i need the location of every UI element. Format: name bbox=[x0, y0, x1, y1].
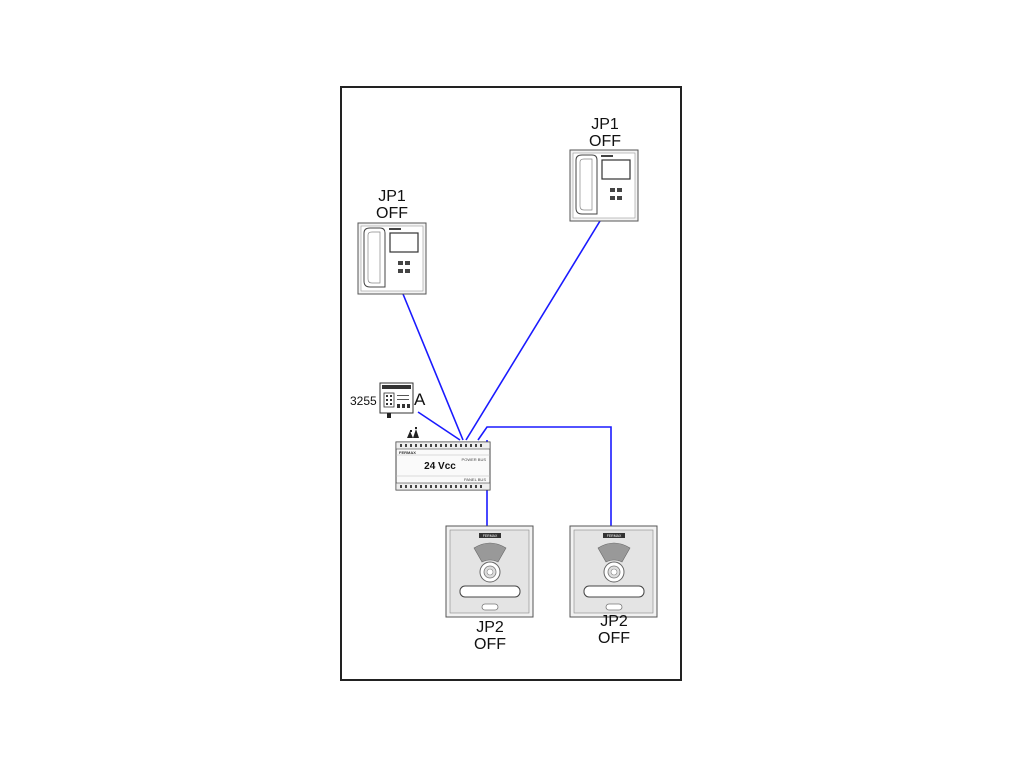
monitor-left-label: JP1 OFF bbox=[368, 188, 416, 222]
panel-left-state: OFF bbox=[474, 636, 506, 653]
module-tag: A bbox=[414, 390, 426, 409]
diagram-frame bbox=[340, 86, 682, 681]
wire-panel-right bbox=[477, 426, 612, 526]
panel-brand: FERMAX bbox=[483, 534, 498, 538]
psu-brand: FERMAX bbox=[399, 450, 416, 455]
psu-top-label: POWER BUS bbox=[462, 457, 487, 462]
power-supply: FERMAX POWER BUS 24 Vcc PANEL BUS bbox=[395, 441, 491, 491]
screen-icon bbox=[389, 232, 419, 253]
panel-brand: FERMAX bbox=[607, 534, 622, 538]
monitor-right bbox=[569, 149, 639, 222]
monitor-left-state: OFF bbox=[376, 205, 408, 222]
panel-right-state: OFF bbox=[598, 630, 630, 647]
speaker-grille-icon bbox=[597, 542, 631, 563]
call-button bbox=[459, 585, 521, 598]
door-panel-right: FERMAX bbox=[569, 525, 658, 618]
psu-voltage: 24 Vcc bbox=[424, 461, 456, 472]
monitor-right-jumper: JP1 bbox=[591, 116, 619, 133]
wire-monitor-left bbox=[402, 293, 464, 441]
monitor-left bbox=[357, 222, 427, 295]
panel-left-jumper: JP2 bbox=[476, 619, 504, 636]
monitor-right-state: OFF bbox=[589, 133, 621, 150]
connector-icon bbox=[407, 427, 419, 438]
speaker-grille-icon bbox=[473, 542, 507, 563]
panel-right-label: JP2 OFF bbox=[590, 613, 638, 647]
panel-right-jumper: JP2 bbox=[600, 613, 628, 630]
wire-module bbox=[417, 411, 461, 441]
handset-icon bbox=[575, 154, 598, 215]
handset-icon bbox=[363, 227, 386, 288]
psu-bottom-label: PANEL BUS bbox=[464, 477, 486, 482]
monitor-right-label: JP1 OFF bbox=[581, 116, 629, 150]
panel-left-label: JP2 OFF bbox=[466, 619, 514, 653]
module-3255 bbox=[379, 382, 414, 418]
wire-monitor-right bbox=[465, 220, 601, 441]
monitor-left-jumper: JP1 bbox=[378, 188, 406, 205]
module-code: 3255 bbox=[350, 394, 377, 408]
screen-icon bbox=[601, 159, 631, 180]
door-panel-left: FERMAX bbox=[445, 525, 534, 618]
call-button bbox=[583, 585, 645, 598]
